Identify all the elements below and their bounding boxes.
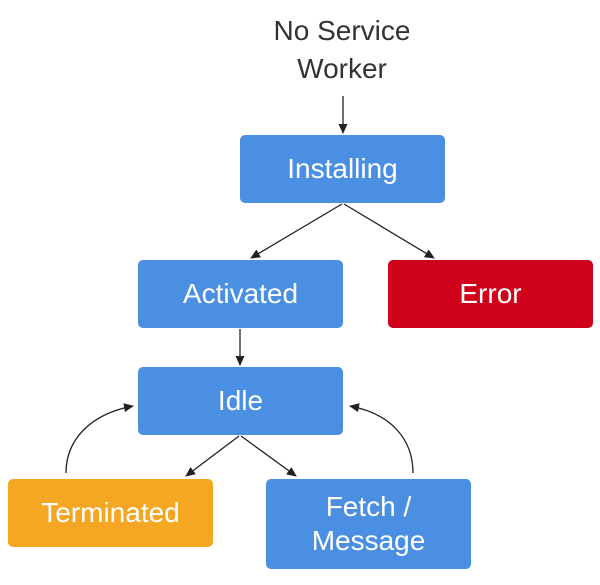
edge-terminated-to-idle [65,403,134,474]
start-label: No Service Worker [200,12,484,88]
node-fetch-message-line-1: Fetch / [325,491,412,522]
node-idle: Idle [138,367,343,435]
node-error-label: Error [459,278,522,309]
node-error: Error [388,260,593,328]
start-label-line-1: No Service [273,15,411,46]
node-idle-label: Idle [217,385,264,416]
node-installing-label: Installing [287,153,398,184]
node-terminated-label: Terminated [41,497,180,528]
edge-installing-to-activated [250,203,343,259]
node-activated-label: Activated [182,278,299,309]
node-fetch-message-line-2: Message [311,525,426,556]
node-fetch-message: Fetch / Message [266,479,471,569]
edge-idle-to-fetch [240,435,297,477]
edge-idle-to-terminated [185,435,240,477]
node-installing: Installing [240,135,445,203]
edge-installing-to-error [343,203,435,259]
node-activated: Activated [138,260,343,328]
edge-fetch-to-idle [349,403,414,474]
start-label-line-2: Worker [297,53,387,84]
node-terminated: Terminated [8,479,213,547]
